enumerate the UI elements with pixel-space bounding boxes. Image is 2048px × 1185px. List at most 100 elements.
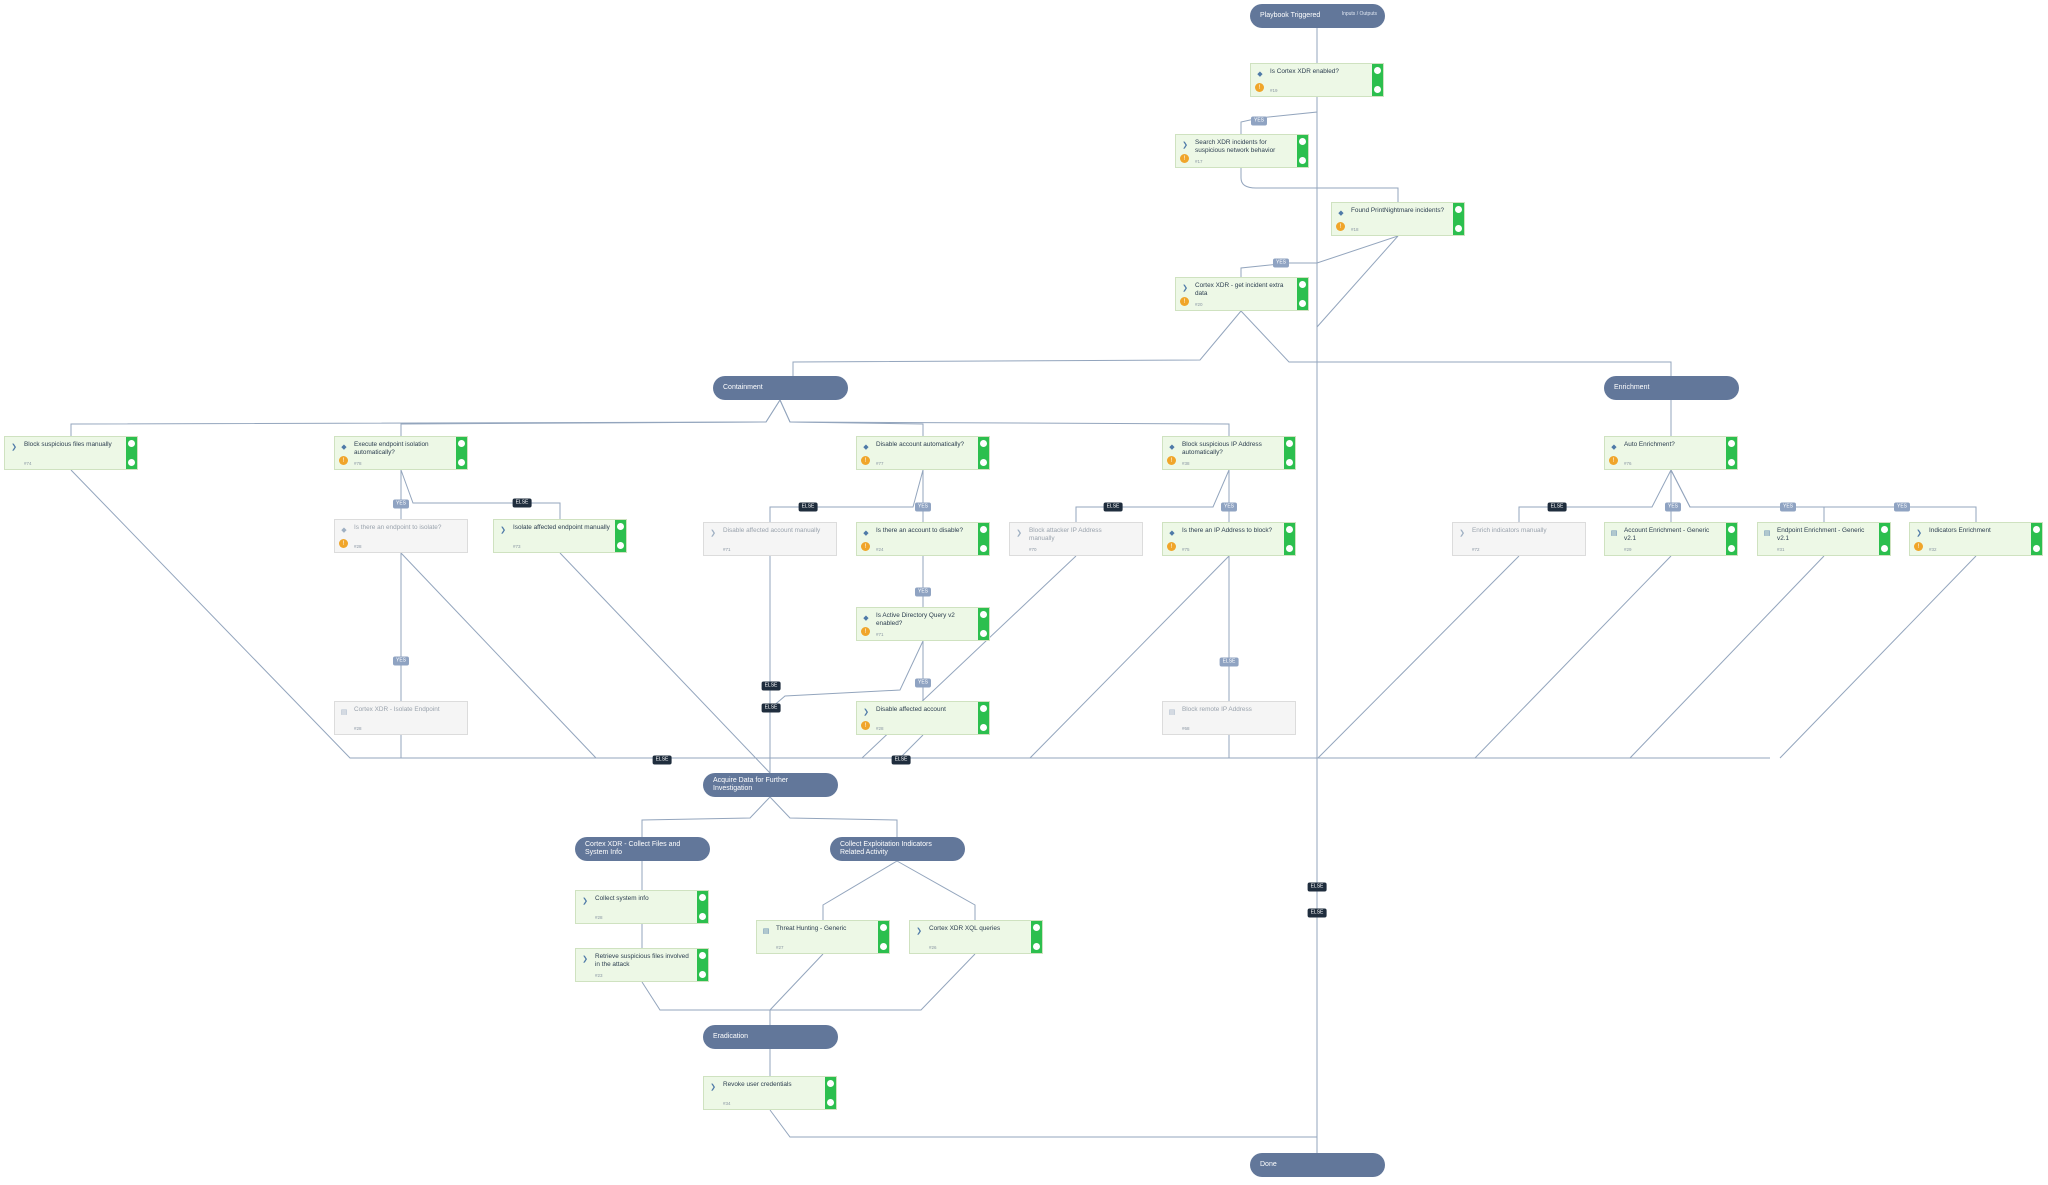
check-icon [1033, 924, 1040, 931]
task-disable-account-automatically[interactable]: ◆Disable account automatically?!#77 [856, 436, 990, 470]
io-icon [980, 724, 987, 731]
section-label: Playbook Triggered [1260, 11, 1321, 19]
warning-icon: ! [1609, 456, 1618, 465]
status-bar [1031, 921, 1042, 953]
task-id: #26 [929, 945, 937, 950]
connector-line [769, 1109, 1318, 1153]
io-icon [827, 1099, 834, 1106]
connector-line [1240, 235, 1399, 277]
section-label: Containment [723, 383, 763, 391]
connector-line [899, 734, 924, 759]
task-title: Found PrintNightmare incidents? [1351, 207, 1445, 214]
task-collect-system-info[interactable]: ❯Collect system info#28 [575, 890, 709, 924]
task-title: Search XDR incidents for suspicious netw… [1195, 139, 1276, 154]
warning-icon: ! [861, 456, 870, 465]
task-id: #23 [595, 973, 603, 978]
condition-icon: ◆ [863, 444, 869, 451]
task-cortex-xdr-get-incident-extra-data[interactable]: ❯Cortex XDR - get incident extra data!#2… [1175, 277, 1309, 311]
condition-icon: ◆ [1257, 71, 1263, 78]
connector-line [779, 399, 1230, 436]
inputs-outputs-link[interactable]: Inputs / Outputs [1341, 11, 1377, 17]
task-indicators-enrichment[interactable]: ❯Indicators Enrichment!#32 [1909, 522, 2043, 556]
task-endpoint-enrichment-generic[interactable]: ▤Endpoint Enrichment - Generic v2.1#31 [1757, 522, 1891, 556]
task-disable-affected-account[interactable]: ❯Disable affected account!#28 [856, 701, 990, 735]
io-icon [128, 459, 135, 466]
task-title: Block suspicious files manually [24, 441, 112, 448]
check-icon [827, 1080, 834, 1087]
status-bar [1879, 523, 1890, 555]
check-icon [1299, 281, 1306, 288]
io-icon [1374, 86, 1381, 93]
task-search-xdr-incidents[interactable]: ❯Search XDR incidents for suspicious net… [1175, 134, 1309, 168]
condition-icon: ◆ [341, 527, 347, 534]
task-title: Isolate affected endpoint manually [513, 524, 610, 531]
chevron-icon: ❯ [500, 527, 506, 534]
edge-label-else: ELSE [652, 755, 672, 765]
task-block-suspicious-ip-automatically[interactable]: ◆Block suspicious IP Address automatical… [1162, 436, 1296, 470]
task-isolate-affected-endpoint-manually[interactable]: ❯Isolate affected endpoint manually#73 [493, 519, 627, 553]
check-icon [1728, 440, 1735, 447]
io-icon [1299, 157, 1306, 164]
task-revoke-user-credentials[interactable]: ❯Revoke user credentials#34 [703, 1076, 837, 1110]
task-is-there-an-ip-to-block[interactable]: ◆Is there an IP Address to block?!#75 [1162, 522, 1296, 556]
task-block-attacker-ip-manually[interactable]: ❯Block attacker IP Address manually#70 [1009, 522, 1143, 556]
task-is-there-an-endpoint-to-isolate[interactable]: ◆Is there an endpoint to isolate?!#28 [334, 519, 468, 553]
task-cortex-xdr-isolate-endpoint[interactable]: ▤Cortex XDR - Isolate Endpoint#28 [334, 701, 468, 735]
connector-line [400, 552, 597, 759]
section-collect-files[interactable]: Cortex XDR - Collect Files and System In… [575, 837, 710, 861]
section-collect-exploitation[interactable]: Collect Exploitation Indicators Related … [830, 837, 965, 861]
section-playbook-triggered[interactable]: Playbook Triggered Inputs / Outputs [1250, 4, 1385, 28]
task-enrich-indicators-manually[interactable]: ❯Enrich indicators manually#72 [1452, 522, 1586, 556]
task-found-printnightmare-incidents[interactable]: ◆Found PrintNightmare incidents?!#18 [1331, 202, 1465, 236]
chevron-icon: ❯ [1182, 285, 1188, 292]
task-block-suspicious-files-manually[interactable]: ❯Block suspicious files manually#74 [4, 436, 138, 470]
status-bar [978, 437, 989, 469]
status-bar [825, 1077, 836, 1109]
edge-label-else: ELSE [761, 681, 781, 691]
task-is-there-an-account-to-disable[interactable]: ◆Is there an account to disable?!#24 [856, 522, 990, 556]
status-bar [978, 523, 989, 555]
task-account-enrichment-generic[interactable]: ▤Account Enrichment - Generic v2.1#29 [1604, 522, 1738, 556]
section-done[interactable]: Done [1250, 1153, 1385, 1177]
status-bar [1284, 437, 1295, 469]
edge-label-yes: YES [914, 587, 932, 597]
task-retrieve-suspicious-files[interactable]: ❯Retrieve suspicious files involved in t… [575, 948, 709, 982]
check-icon [980, 526, 987, 533]
task-id: #32 [1929, 547, 1937, 552]
connector-line [400, 399, 781, 436]
section-containment[interactable]: Containment [713, 376, 848, 400]
warning-icon: ! [1167, 456, 1176, 465]
task-threat-hunting-generic[interactable]: ▤Threat Hunting - Generic#27 [756, 920, 890, 954]
section-label: Acquire Data for Further Investigation [713, 776, 789, 792]
task-id: #20 [1195, 302, 1203, 307]
task-title: Is there an account to disable? [876, 527, 964, 534]
task-execute-endpoint-isolation[interactable]: ◆Execute endpoint isolation automaticall… [334, 436, 468, 470]
section-enrichment[interactable]: Enrichment [1604, 376, 1739, 400]
edge-label-else: ELSE [1307, 882, 1327, 892]
connector-line [559, 552, 771, 774]
status-bar [126, 437, 137, 469]
task-is-active-directory-query-enabled[interactable]: ◆Is Active Directory Query v2 enabled?!#… [856, 607, 990, 641]
task-block-remote-ip-address[interactable]: ▤Block remote IP Address#68 [1162, 701, 1296, 735]
io-icon [458, 459, 465, 466]
task-id: #17 [1195, 159, 1203, 164]
task-cortex-xdr-xql-queries[interactable]: ❯Cortex XDR XQL queries#26 [909, 920, 1043, 954]
io-icon [1881, 545, 1888, 552]
warning-icon: ! [1255, 83, 1264, 92]
task-is-cortex-xdr-enabled[interactable]: ◆Is Cortex XDR enabled?!#19 [1250, 63, 1384, 97]
connector-line [770, 640, 924, 709]
connector-line [792, 310, 1242, 376]
section-eradication[interactable]: Eradication [703, 1025, 838, 1049]
task-auto-enrichment[interactable]: ◆Auto Enrichment?!#76 [1604, 436, 1738, 470]
edge-label-else: ELSE [1307, 908, 1327, 918]
connector-line [1779, 555, 1977, 759]
section-acquire-data[interactable]: Acquire Data for Further Investigation [703, 773, 838, 797]
connector-line [641, 953, 976, 1011]
chevron-icon: ❯ [582, 898, 588, 905]
io-icon [699, 913, 706, 920]
chevron-icon: ❯ [1916, 530, 1922, 537]
io-icon [980, 630, 987, 637]
task-id: #28 [354, 544, 362, 549]
task-disable-affected-account-manually[interactable]: ❯Disable affected account manually#71 [703, 522, 837, 556]
task-title: Threat Hunting - Generic [776, 925, 847, 932]
